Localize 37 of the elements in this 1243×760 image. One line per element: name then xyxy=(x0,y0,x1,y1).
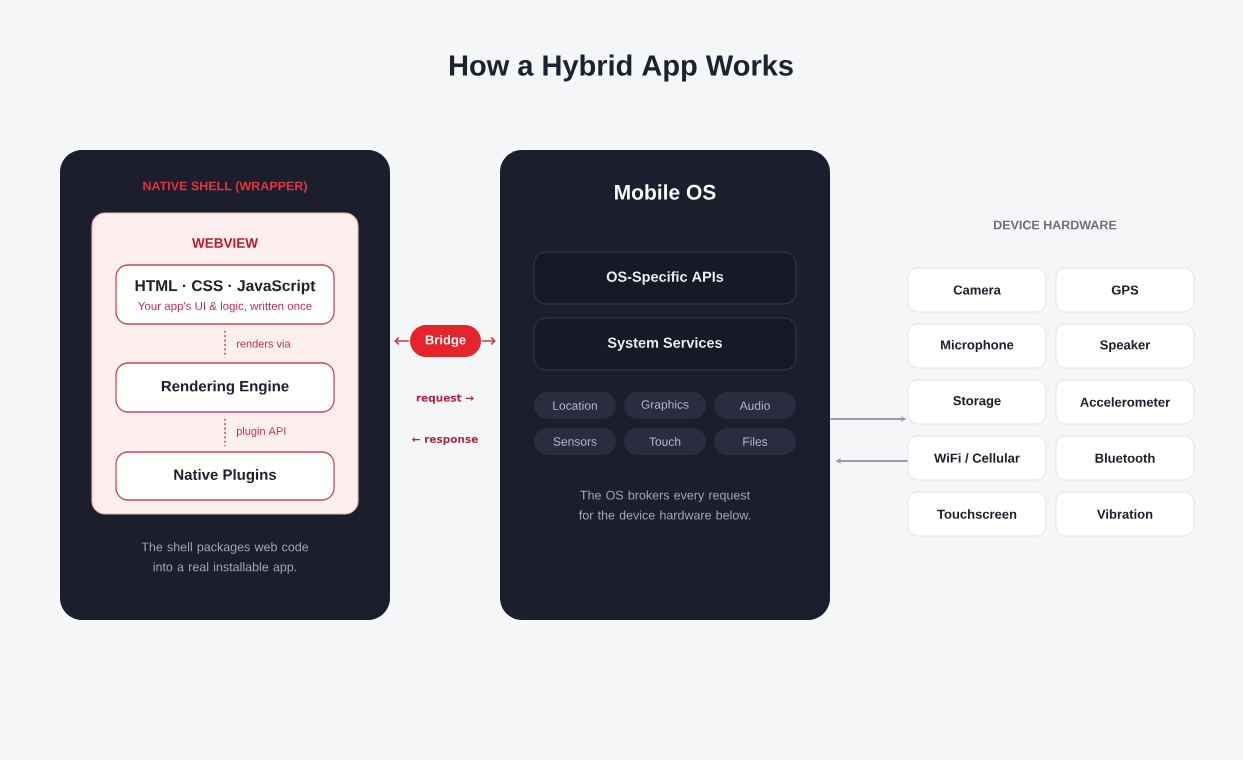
hardware-box: Vibration xyxy=(1055,491,1195,537)
box-subtitle: Your app's UI & logic, written once xyxy=(138,301,312,313)
section-heading: DEVICE HARDWARE xyxy=(994,220,1117,230)
hardware-box: Touchscreen xyxy=(907,491,1047,537)
service-box: OS-Specific APIs xyxy=(533,251,797,305)
feature-chip: Audio xyxy=(714,392,796,419)
panel-title: Mobile OS xyxy=(615,184,716,200)
flow-label: request → xyxy=(416,394,474,404)
feature-chip: Touch xyxy=(624,428,706,455)
feature-chip: Graphics xyxy=(624,392,706,419)
hardware-box: WiFi / Cellular xyxy=(907,435,1047,481)
hardware-box: GPS xyxy=(1055,267,1195,313)
feature-chip: Location xyxy=(534,392,616,419)
hardware-box: Microphone xyxy=(907,323,1047,369)
box-title: HTML · CSS · JavaScript xyxy=(135,279,316,295)
layer-box: Native Plugins xyxy=(115,451,335,501)
edge-label: renders via xyxy=(236,339,291,348)
service-box: System Services xyxy=(533,317,797,371)
dotted-connector xyxy=(224,418,226,447)
arrow xyxy=(481,336,496,346)
panel-heading: NATIVE SHELL (WRAPPER) xyxy=(143,181,307,193)
hardware-box: Camera xyxy=(907,267,1047,313)
hardware-box: Bluetooth xyxy=(1055,435,1195,481)
hardware-box: Storage xyxy=(907,379,1047,425)
flow-label: ← response xyxy=(412,436,478,445)
title: How a Hybrid App Works xyxy=(450,54,793,82)
arrow xyxy=(394,336,410,346)
feature-chip: Sensors xyxy=(534,428,616,455)
feature-chip: Files xyxy=(714,428,796,455)
hardware-box: Accelerometer xyxy=(1055,379,1195,425)
edge-label: plugin API xyxy=(236,426,286,438)
hardware-box: Speaker xyxy=(1055,323,1195,369)
dotted-connector xyxy=(224,330,226,358)
box-heading: WEBVIEW xyxy=(192,238,258,248)
layer-box: Rendering Engine xyxy=(115,362,335,413)
panel-caption: The shell packages web code into a real installable app. xyxy=(141,542,309,574)
panel-caption: The OS brokers every request for the device hardware below. xyxy=(579,490,750,520)
